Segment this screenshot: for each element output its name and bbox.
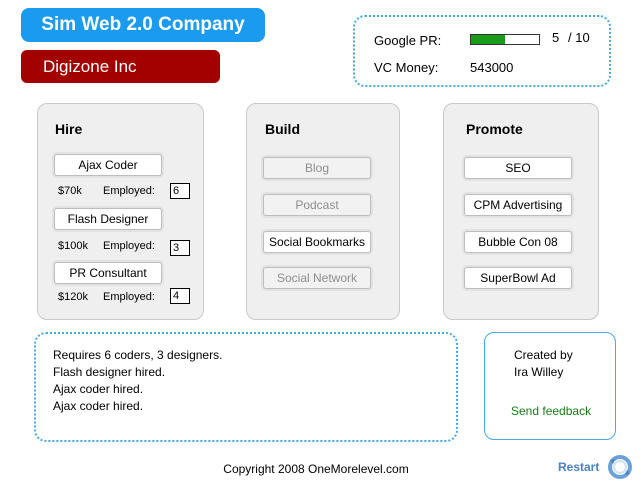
author-name: Ira Willey bbox=[514, 365, 564, 379]
ajax-coder-employed-label: Employed: bbox=[103, 185, 155, 197]
vc-money-value: 543000 bbox=[470, 60, 514, 75]
pr-consultant-employed-label: Employed: bbox=[103, 291, 155, 303]
hire-title: Hire bbox=[55, 121, 83, 137]
build-social-bookmarks-button[interactable]: Social Bookmarks bbox=[263, 231, 371, 253]
build-title: Build bbox=[265, 121, 300, 137]
message-line: Ajax coder hired. bbox=[53, 382, 144, 396]
pr-consultant-employed-count: 4 bbox=[170, 288, 190, 304]
flash-designer-salary: $100k bbox=[58, 240, 88, 252]
message-line: Flash designer hired. bbox=[53, 365, 166, 379]
build-blog-button[interactable]: Blog bbox=[263, 157, 371, 179]
google-pr-label: Google PR: bbox=[374, 33, 442, 48]
google-pr-max: / 10 bbox=[568, 30, 590, 45]
restart-button[interactable]: Restart bbox=[558, 460, 600, 474]
google-pr-value: 5 bbox=[552, 30, 560, 45]
build-podcast-button[interactable]: Podcast bbox=[263, 194, 371, 216]
google-pr-bar-fill bbox=[471, 35, 505, 44]
message-line: Requires 6 coders, 3 designers. bbox=[53, 348, 223, 362]
ajax-coder-salary: $70k bbox=[58, 185, 82, 197]
promote-cpm-advertising-button[interactable]: CPM Advertising bbox=[464, 194, 572, 216]
pr-consultant-salary: $120k bbox=[58, 291, 88, 303]
ajax-coder-employed-count: 6 bbox=[170, 183, 190, 199]
build-social-network-button[interactable]: Social Network bbox=[263, 267, 371, 289]
credits-panel bbox=[484, 332, 616, 440]
message-line: Ajax coder hired. bbox=[53, 399, 144, 413]
promote-title: Promote bbox=[466, 121, 523, 137]
send-feedback-link[interactable]: Send feedback bbox=[511, 404, 592, 418]
flash-designer-employed-count: 3 bbox=[170, 240, 190, 256]
created-by-label: Created by bbox=[514, 348, 573, 362]
game-title: Sim Web 2.0 Company bbox=[21, 8, 265, 42]
flash-designer-employed-label: Employed: bbox=[103, 240, 155, 252]
promote-seo-button[interactable]: SEO bbox=[464, 157, 572, 179]
hire-ajax-coder-button[interactable]: Ajax Coder bbox=[54, 154, 162, 176]
stats-panel bbox=[353, 15, 611, 87]
promote-superbowl-ad-button[interactable]: SuperBowl Ad bbox=[464, 267, 572, 289]
copyright-text: Copyright 2008 OneMorelevel.com bbox=[223, 462, 409, 476]
company-name: Digizone Inc bbox=[21, 50, 220, 83]
restart-icon[interactable] bbox=[607, 454, 633, 480]
hire-flash-designer-button[interactable]: Flash Designer bbox=[54, 208, 162, 230]
google-pr-bar bbox=[470, 34, 540, 45]
vc-money-label: VC Money: bbox=[374, 60, 439, 75]
promote-bubble-con-button[interactable]: Bubble Con 08 bbox=[464, 231, 572, 253]
hire-pr-consultant-button[interactable]: PR Consultant bbox=[54, 262, 162, 284]
message-log bbox=[34, 332, 458, 442]
